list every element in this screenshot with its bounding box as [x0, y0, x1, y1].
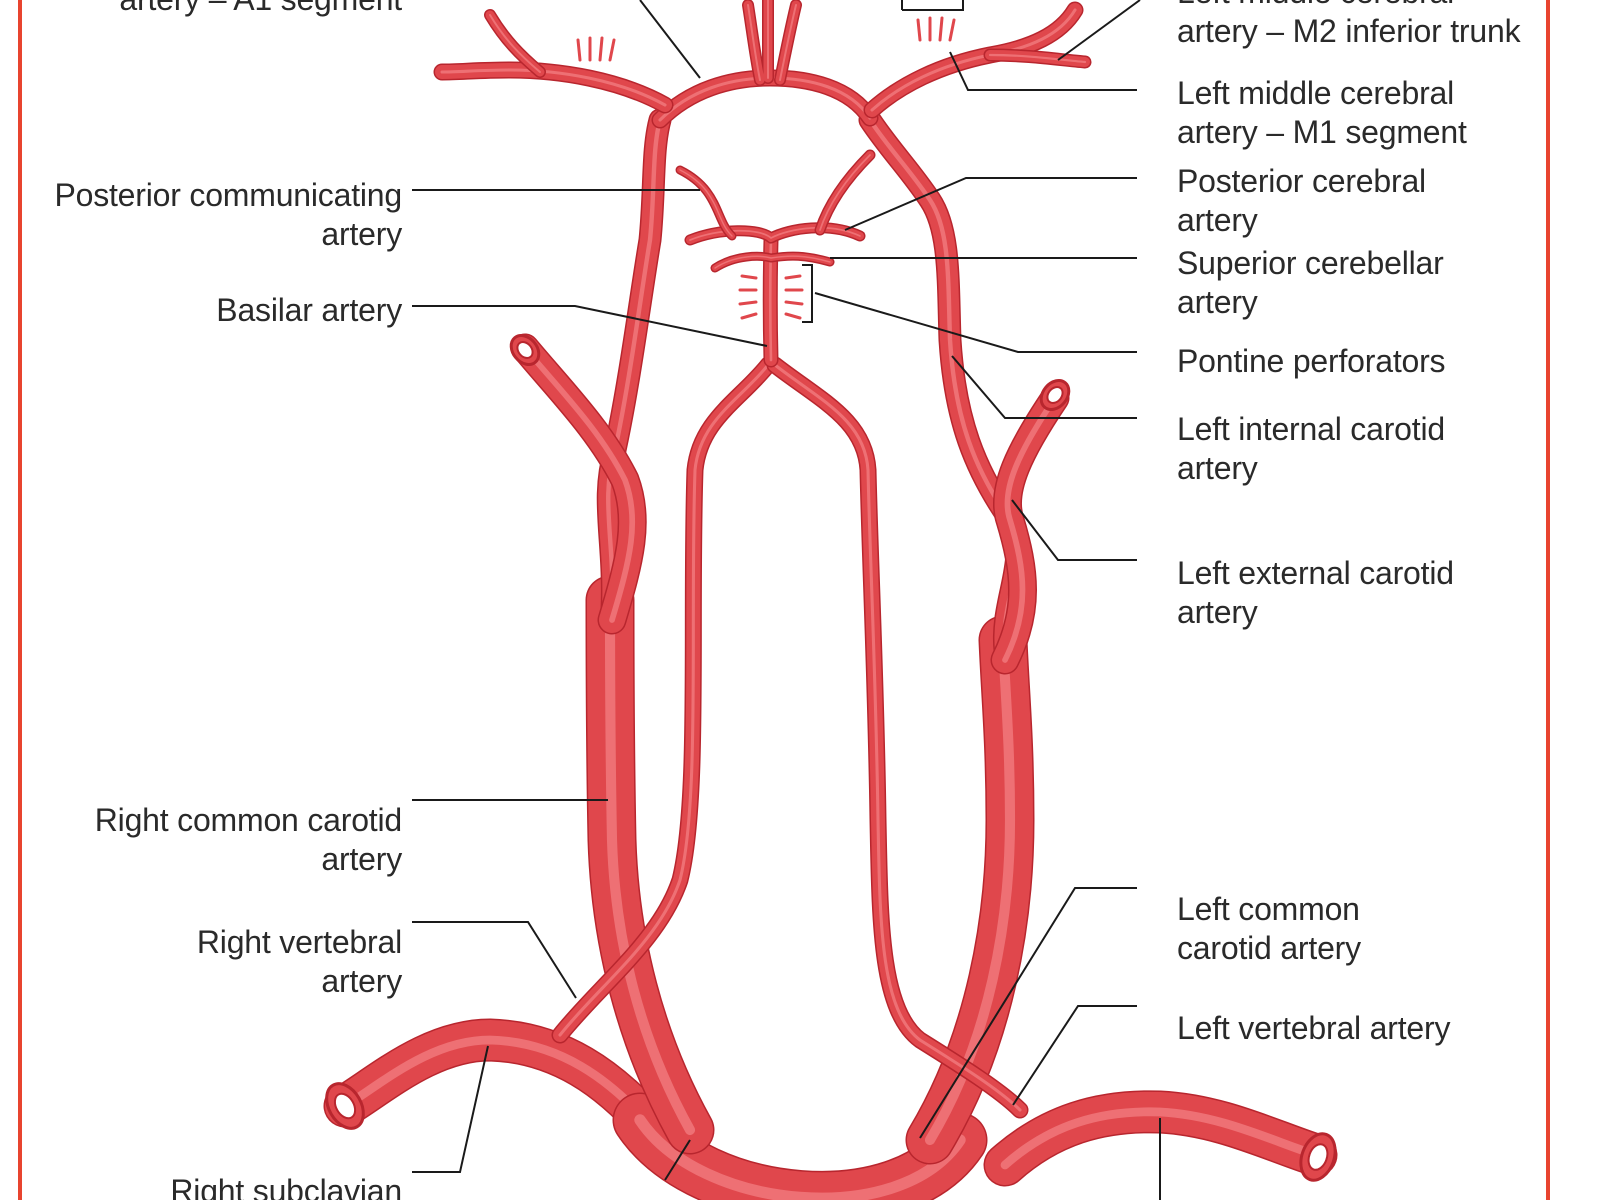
aortic-arch	[612, 1092, 988, 1200]
left-vertebral-artery	[766, 356, 1029, 1119]
posterior-cerebral-arteries	[684, 222, 866, 246]
leader-m2-bracket	[901, 0, 964, 11]
posterior-communicating-artery	[675, 165, 737, 241]
leader-lines	[412, 0, 1161, 1200]
leader-rva	[412, 921, 577, 999]
left-external-carotid-cut-end	[1039, 379, 1071, 411]
leader-basilar	[412, 305, 768, 347]
leader-a1	[639, 0, 701, 79]
right-subclavian-cut-end	[325, 1082, 365, 1130]
anterior-cerebral-arteries	[742, 0, 802, 86]
label-left-vertebral-artery: Left vertebral artery	[1177, 1010, 1451, 1046]
right-frame-border	[1546, 0, 1550, 1200]
right-common-carotid-artery	[585, 575, 715, 1155]
right-middle-cerebral-artery	[433, 61, 674, 114]
superior-cerebellar-arteries	[710, 251, 835, 273]
leader-lica	[951, 355, 1137, 419]
leader-lcca	[919, 887, 1137, 1139]
leader-leca	[1011, 499, 1137, 561]
left-lenticulostriate-perforators	[916, 16, 956, 42]
right-external-carotid-cut-end	[509, 334, 541, 366]
leader-m1	[949, 51, 1137, 91]
leader-lva	[1012, 1005, 1137, 1106]
leader-pontine	[814, 292, 1137, 353]
left-frame-border	[18, 0, 22, 1200]
label-a1-segment: artery – A1 segment	[119, 0, 402, 19]
right-lenticulostriate-perforators	[576, 36, 616, 62]
basilar-artery	[762, 232, 779, 368]
label-basilar-artery: Basilar artery	[216, 292, 402, 328]
leader-m2	[1057, 0, 1141, 61]
leader-pontine-bracket	[802, 264, 813, 323]
right-vertebral-artery	[551, 356, 777, 1044]
left-internal-carotid-artery	[858, 108, 1029, 662]
left-subclavian-artery	[983, 1090, 1338, 1187]
label-pontine-perforators: Pontine perforators	[1177, 343, 1446, 379]
right-subclavian-artery	[323, 1018, 672, 1147]
right-mca-branch	[484, 9, 546, 78]
pontine-perforators	[738, 274, 804, 320]
right-internal-carotid-artery	[596, 108, 672, 622]
artery-tree	[323, 0, 1338, 1200]
leader-pca	[844, 177, 1137, 231]
anterior-communicating-complex	[651, 69, 879, 129]
left-mca-m2-inferior-trunk	[983, 48, 1092, 69]
label-right-subclavian: Right subclavian	[170, 1173, 402, 1200]
right-external-carotid-artery	[510, 333, 647, 635]
left-pca-to-ica	[814, 149, 876, 236]
left-external-carotid-artery	[990, 383, 1070, 675]
left-subclavian-cut-end	[1299, 1132, 1337, 1182]
leader-rsub-2	[664, 1139, 691, 1181]
leader-rsub	[412, 1045, 489, 1173]
